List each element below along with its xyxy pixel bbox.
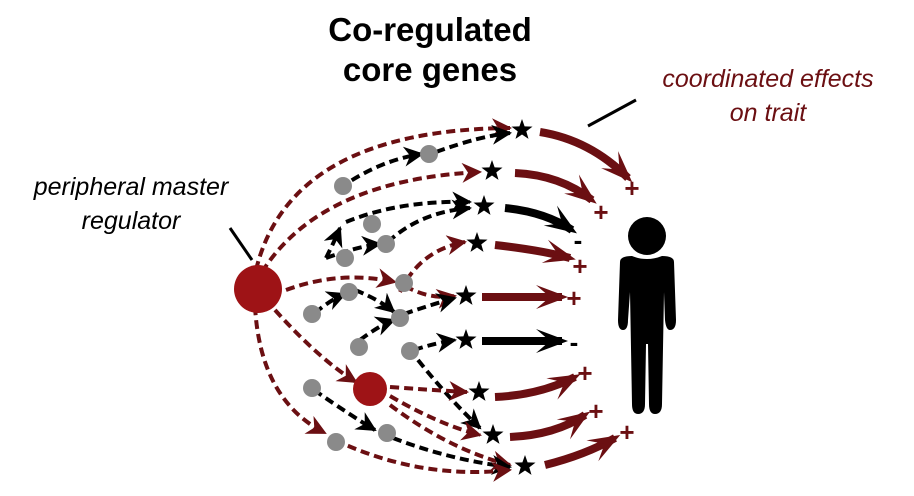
peripheral-gene: [303, 379, 321, 397]
regulatory-edges: [253, 118, 512, 482]
activating-edge: [388, 403, 512, 471]
effects-pointer: [587, 98, 637, 128]
regulatory-edge: [354, 288, 396, 314]
activating-edge: [260, 162, 482, 274]
core-gene-star-icon: [482, 424, 504, 444]
title-line-1: Co-regulated: [328, 11, 532, 48]
master-regulator-pointer: [228, 227, 254, 261]
effect-arrow-head: [586, 435, 621, 462]
activating-edge: [273, 308, 358, 384]
core-gene-star-icon: [481, 160, 503, 180]
activating-edge: [254, 118, 512, 271]
positive-effect-sign: +: [572, 251, 587, 281]
positive-effect-sign: +: [588, 396, 603, 426]
activating-edge: [285, 268, 397, 292]
peripheral-gene: [334, 177, 352, 195]
regulatory-edge: [338, 146, 424, 190]
regulatory-edge: [312, 388, 377, 432]
secondary-regulator: [353, 372, 387, 406]
core-gene-star-icon: [455, 329, 477, 349]
activating-edge: [388, 394, 482, 441]
peripheral-gene: [420, 145, 438, 163]
effect-arrow-head: [601, 151, 633, 183]
diagram-title: Co-regulated core genes: [300, 10, 560, 90]
regulatory-edge: [435, 124, 512, 154]
peripheral-gene: [391, 309, 409, 327]
effect-arrow-head: [564, 174, 597, 204]
peripheral-gene: [336, 249, 354, 267]
regulatory-edge: [345, 191, 472, 224]
peripheral-gene: [401, 342, 419, 360]
effect-signs: ++-++-+++: [566, 173, 639, 447]
core-gene-star-icon: [466, 232, 488, 252]
effect-arrow-head: [536, 329, 568, 353]
effect-arrow-head: [536, 285, 568, 309]
peripheral-gene: [303, 305, 321, 323]
negative-effect-sign: -: [570, 327, 579, 357]
peripheral-gene: [363, 215, 381, 233]
effect-arrow-head: [541, 239, 576, 263]
activating-edge: [389, 381, 469, 402]
master-regulator-label-line-2: regulator: [81, 207, 181, 235]
master-regulator: [234, 265, 282, 313]
regulatory-edge: [386, 199, 472, 244]
effects-label-line-2: on trait: [729, 99, 807, 127]
peripheral-gene: [350, 338, 368, 356]
positive-effect-sign: +: [593, 197, 608, 227]
effects-label-line-1: coordinated effects: [662, 65, 874, 93]
regulatory-edge: [413, 332, 457, 353]
core-gene-star-icon: [455, 285, 477, 305]
positive-effect-sign: +: [566, 283, 581, 313]
effect-arrow-head: [546, 374, 581, 400]
title-line-2: core genes: [342, 51, 518, 88]
core-gene-star-icon: [514, 455, 536, 475]
regulatory-edge: [325, 235, 382, 260]
master-regulator-label: peripheral master regulator: [0, 170, 262, 238]
gene-nodes: [234, 119, 536, 475]
negative-effect-sign: -: [574, 225, 583, 255]
core-gene-star-icon: [511, 119, 533, 139]
person-icon: [618, 217, 676, 414]
effect-arrows: [481, 128, 633, 469]
positive-effect-sign: +: [624, 173, 639, 203]
regulatory-edge: [358, 316, 396, 342]
activating-edge: [253, 305, 327, 435]
regulatory-edge: [323, 226, 343, 259]
core-gene-star-icon: [468, 381, 490, 401]
peripheral-gene: [395, 274, 413, 292]
peripheral-gene: [377, 235, 395, 253]
regulatory-edge: [392, 436, 512, 475]
activating-edge: [398, 235, 467, 293]
core-gene-star-icon: [473, 195, 495, 215]
master-regulator-label-line-1: peripheral master: [33, 173, 229, 201]
positive-effect-sign: +: [577, 358, 592, 388]
peripheral-gene: [378, 424, 396, 442]
activating-edge: [334, 438, 512, 482]
peripheral-gene: [327, 433, 345, 451]
peripheral-gene: [340, 283, 358, 301]
activating-edge: [404, 284, 457, 309]
regulatory-edge: [403, 293, 457, 316]
effect-arrow-head: [543, 205, 577, 234]
effects-label: coordinated effects on trait: [620, 62, 914, 130]
effect-arrow-head: [556, 411, 590, 440]
positive-effect-sign: +: [619, 417, 634, 447]
